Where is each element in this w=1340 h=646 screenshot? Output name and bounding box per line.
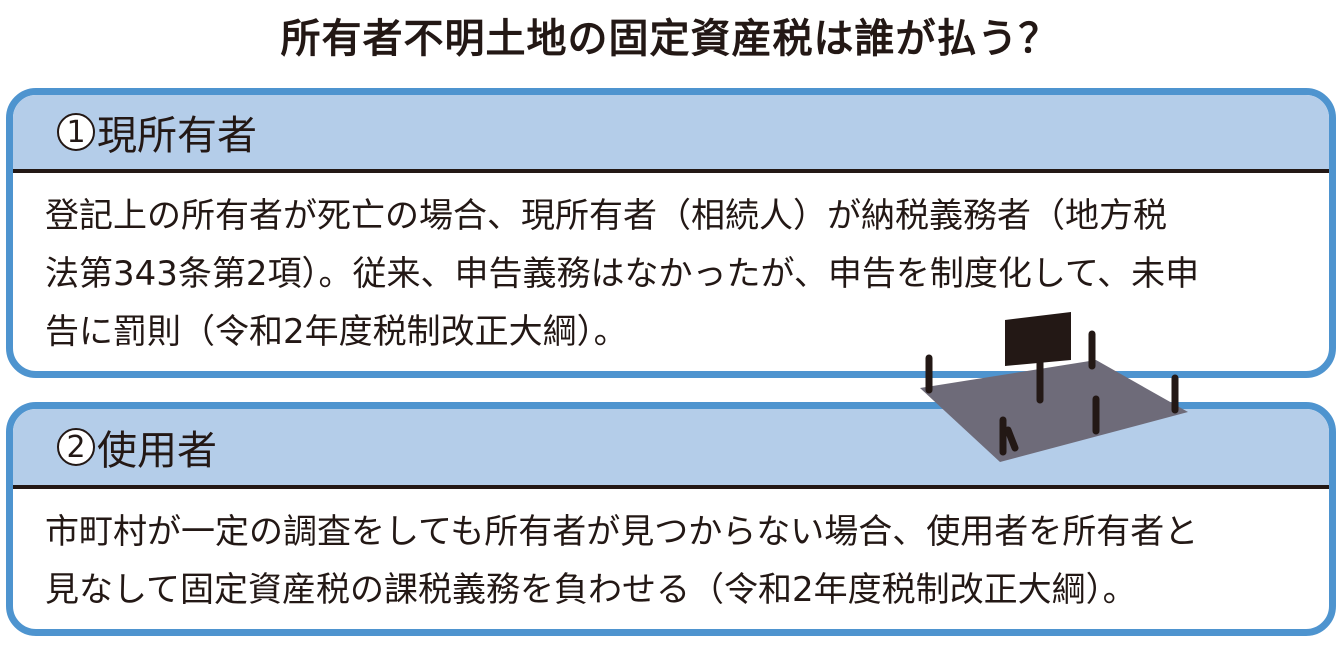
fence-posts-icon (925, 330, 1179, 456)
section-heading: 現所有者 (97, 113, 257, 159)
section-current-owner: 1 現所有者 登記上の所有者が死亡の場合、現所有者（相続人）が納税義務者（地方税… (6, 88, 1336, 378)
circled-number: 2 (57, 428, 95, 466)
section-body: 登記上の所有者が死亡の場合、現所有者（相続人）が納税義務者（地方税 法第343条… (13, 173, 1329, 361)
section-user: 2 使用者 市町村が一定の調査をしても所有者が見つからない場合、使用者を所有者と… (6, 402, 1336, 636)
section-body: 市町村が一定の調査をしても所有者が見つからない場合、使用者を所有者と 見なして固… (13, 489, 1329, 619)
body-line: 市町村が一定の調査をしても所有者が見つからない場合、使用者を所有者と (45, 512, 1199, 552)
body-line: 見なして固定資産税の課税義務を負わせる（令和2年度税制改正大綱）。 (45, 570, 1137, 610)
land-plot-icon (920, 360, 1188, 462)
section-heading: 使用者 (97, 428, 217, 474)
vacant-land-illustration (920, 312, 1188, 462)
body-line: 法第343条第2項）。従来、申告義務はなかったが、申告を制度化して、未申 (45, 254, 1200, 294)
circled-number: 1 (57, 113, 95, 151)
page-title: 所有者不明土地の固定資産税は誰が払う？ (280, 16, 1060, 62)
body-line: 告に罰則（令和2年度税制改正大綱）。 (45, 312, 628, 352)
body-line: 登記上の所有者が死亡の場合、現所有者（相続人）が納税義務者（地方税 (45, 196, 1167, 236)
section-header: 1 現所有者 (13, 95, 1329, 173)
signboard-icon (1005, 312, 1071, 366)
